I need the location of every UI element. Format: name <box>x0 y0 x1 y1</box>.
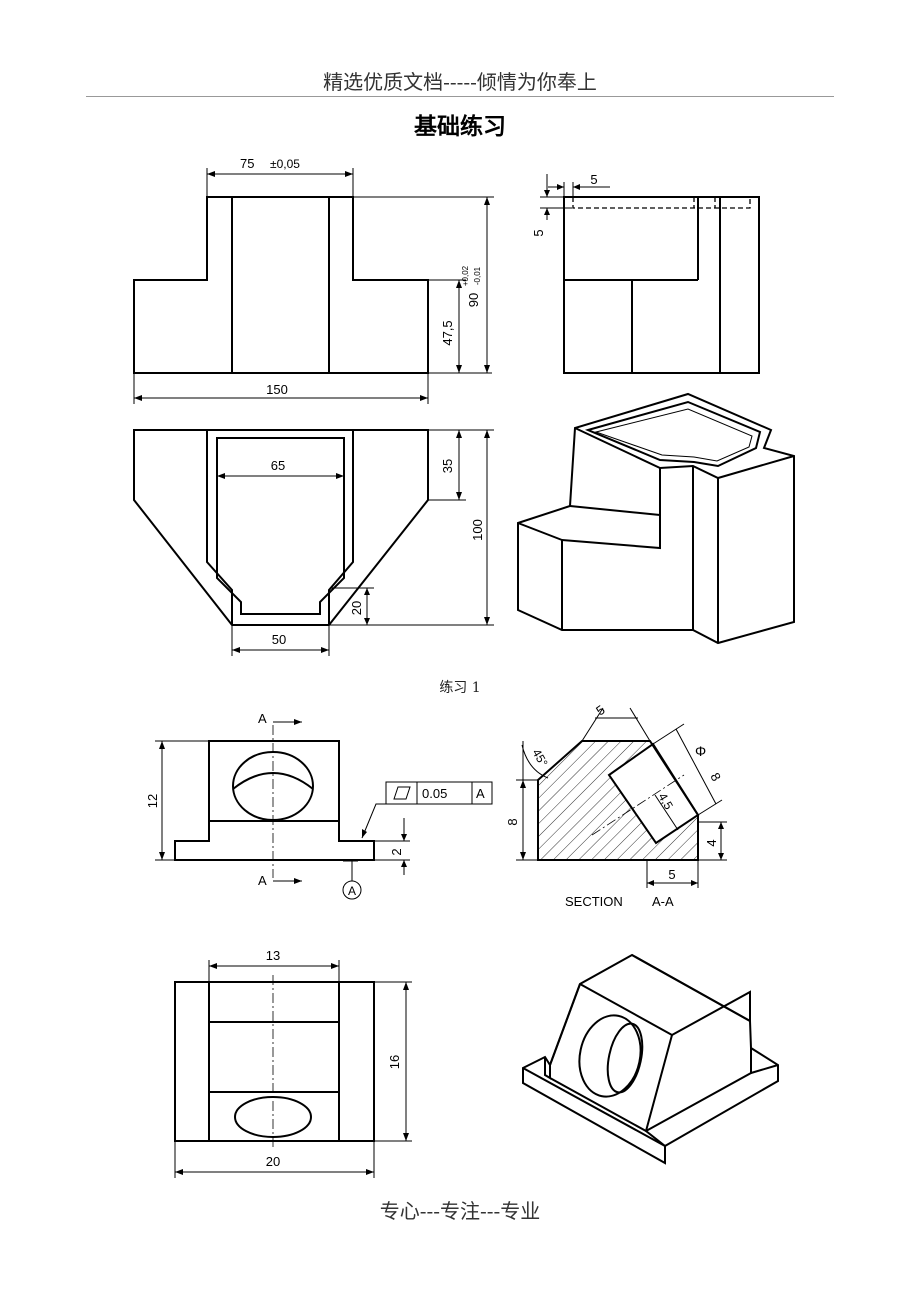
ex2-isometric-view <box>522 953 779 1165</box>
ex2-top-view <box>174 975 375 1148</box>
dim-bottom-depth: 20 <box>349 601 364 615</box>
dim-height: 12 <box>145 794 160 808</box>
ex1-front-dimensions: 75 ±0,05 150 47,5 90 +0,02 -0,01 <box>133 156 494 404</box>
ex2-front-annotations: A A 12 2 A 0.05 A <box>145 711 493 900</box>
ex2-top-dimensions: 13 16 20 <box>174 948 412 1178</box>
dim-depth: 16 <box>387 1055 402 1069</box>
ex2-front-view <box>174 725 375 878</box>
dim-section-height: 8 <box>505 818 520 825</box>
dim-angle: 45° <box>529 747 550 770</box>
dim-tol-lower: -0,01 <box>473 266 482 285</box>
ex1-top-view <box>133 429 429 626</box>
dim-base-height: 2 <box>389 848 404 855</box>
dim-bottom-offset: 5 <box>668 867 675 882</box>
dim-top-width: 75 <box>240 156 254 171</box>
dim-total-depth: 100 <box>470 519 485 541</box>
dim-inner-width: 65 <box>271 458 285 473</box>
dim-step-height: 47,5 <box>440 320 455 345</box>
dim-total-width: 20 <box>266 1154 280 1169</box>
dim-total-height: 90 <box>466 293 481 307</box>
dim-top-width: 13 <box>266 948 280 963</box>
fcf-datum: A <box>476 786 485 801</box>
dim-chamfer: 5 <box>593 702 608 718</box>
dim-hole-offset: 4,5 <box>655 791 676 813</box>
section-name: A-A <box>652 894 674 909</box>
dim-hole-diameter: 8 <box>707 770 724 784</box>
figure-caption: 练习 1 <box>439 680 481 696</box>
ex1-side-dimensions: 5 5 <box>531 172 610 237</box>
dim-right-height: 4 <box>704 839 719 846</box>
section-marker-bottom: A <box>258 873 267 888</box>
dim-wall-width: 5 <box>590 172 597 187</box>
ex1-front-view <box>133 196 429 374</box>
dim-bottom-width: 50 <box>272 632 286 647</box>
dim-tol-upper: +0,02 <box>461 265 470 286</box>
page-footer: 专心---专注---专业 <box>379 1199 541 1223</box>
dim-total-width: 150 <box>266 382 288 397</box>
ex1-top-dimensions: 65 35 100 20 50 <box>217 429 494 656</box>
dim-depth-top: 35 <box>440 459 455 473</box>
fcf-tolerance: 0.05 <box>422 786 447 801</box>
header-rule <box>86 96 834 97</box>
page-header: 精选优质文档-----倾情为你奉上 <box>323 70 597 94</box>
dim-top-tolerance: ±0,05 <box>270 157 300 171</box>
dim-wall-height: 5 <box>531 229 546 236</box>
datum-label: A <box>348 884 356 898</box>
ex1-side-view <box>563 196 760 374</box>
ex1-isometric-view <box>517 392 795 645</box>
section-marker-top: A <box>258 711 267 726</box>
section-title: SECTION <box>565 894 623 909</box>
dim-phi: Φ <box>695 743 706 759</box>
page-title: 基础练习 <box>414 114 506 140</box>
